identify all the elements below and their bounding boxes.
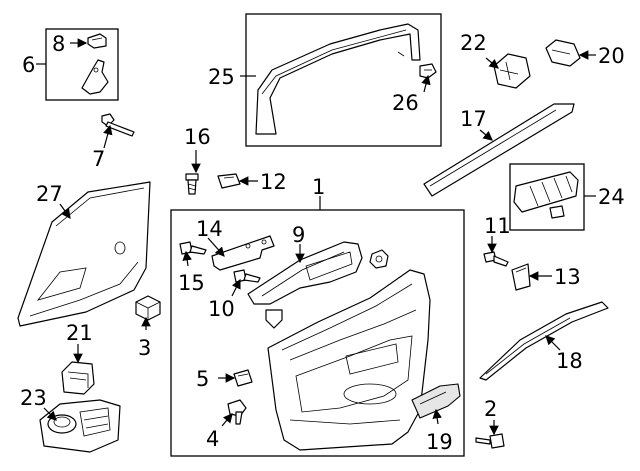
callout-10: 10 [208,297,235,321]
callout-17: 17 [460,107,487,131]
callout-24: 24 [598,185,625,209]
leader-lines [36,38,596,436]
belt-molding-part-17 [423,103,575,197]
callout-14: 14 [196,217,223,241]
callout-25: 25 [208,65,235,89]
clip-part-8 [87,33,107,49]
callout-27: 27 [36,182,63,206]
bracket-part-6 [81,59,109,95]
group-box-25-26 [245,13,442,147]
switch-bezel-part-24 [513,171,579,219]
callout-22: 22 [460,31,487,55]
callout-19: 19 [426,430,453,454]
cap-part-3 [135,295,161,321]
nut-part [369,249,389,269]
insert-part-19 [411,383,461,419]
trim-strip-part-18 [479,301,609,381]
callout-12: 12 [260,170,287,194]
bracket-part-13 [511,263,531,291]
callout-26: 26 [392,91,419,115]
callout-15: 15 [178,271,205,295]
push-pin-part-4 [227,399,247,425]
screw-part-11 [483,251,509,267]
bracket-part-14 [211,235,275,271]
switch-part-21 [61,361,95,395]
clip-part-5 [233,369,253,387]
group-box-door-panel [170,209,465,457]
callout-1: 1 [312,175,325,199]
screw-part-15 [179,241,207,255]
callout-11: 11 [484,214,511,238]
callout-7: 7 [92,147,105,171]
screw-part-10 [233,269,261,283]
callout-21: 21 [66,321,93,345]
callout-23: 23 [20,386,47,410]
pillar-trim-part-27 [17,181,151,327]
callout-20: 20 [598,44,625,68]
callout-4: 4 [206,427,219,451]
push-pin-part-7 [101,113,135,137]
clip-part [265,309,283,329]
clip-part-12 [217,173,241,189]
window-trim-part-25 [255,23,421,135]
switch-part-22 [493,53,531,89]
group-box-24 [509,163,585,231]
fastener-part-26 [419,63,437,79]
callout-9: 9 [292,223,305,247]
switch-part-20 [545,39,581,67]
callout-18: 18 [556,349,583,373]
callout-5: 5 [196,367,209,391]
callout-13: 13 [554,265,581,289]
switch-assembly-part-23 [39,399,121,453]
callout-2: 2 [484,397,497,421]
handle-bezel-part-9 [247,241,363,305]
callout-8: 8 [52,32,65,56]
callout-6: 6 [22,53,35,77]
callout-16: 16 [184,125,211,149]
door-trim-panel-part-1 [267,269,431,451]
screw-part-2 [475,433,505,449]
callout-3: 3 [138,336,151,360]
screw-part-16 [185,173,199,195]
